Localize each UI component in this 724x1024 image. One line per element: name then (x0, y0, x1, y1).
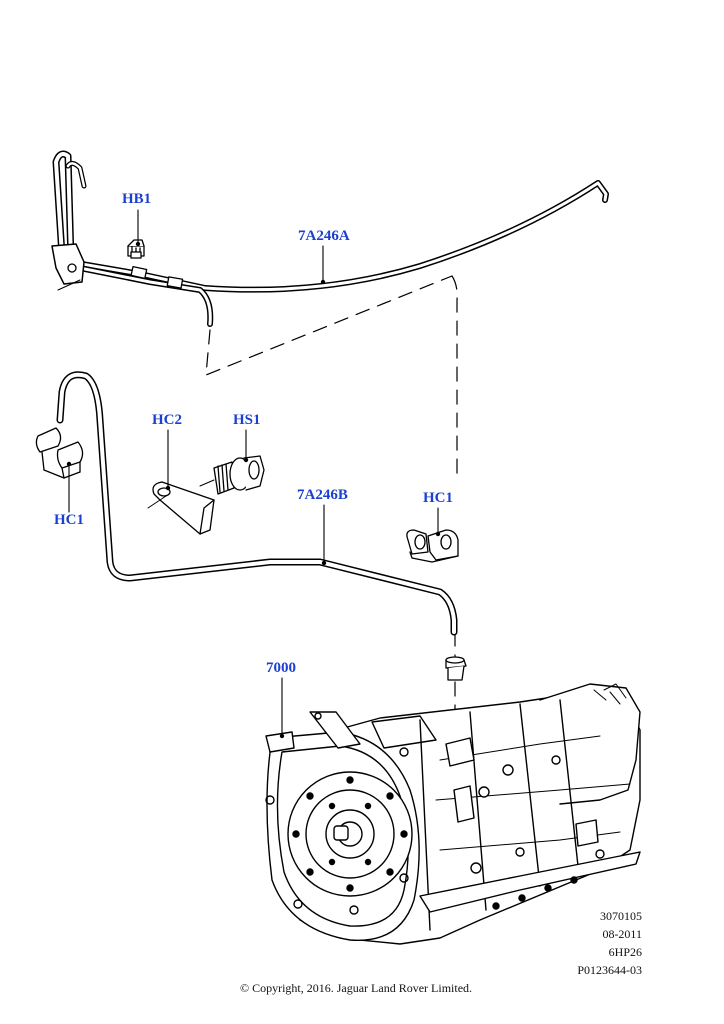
drawing-code: 3070105 (600, 909, 642, 923)
callout-hb1: HB1 (122, 191, 152, 207)
copyright-notice: © Copyright, 2016. Jaguar Land Rover Lim… (239, 981, 473, 995)
callout-7000: 7000 (266, 660, 296, 676)
drawing-reference: P0123644-03 (577, 963, 642, 977)
bolt-hb1 (127, 239, 145, 259)
transmission-7000 (265, 683, 641, 945)
callout-hs1: HS1 (233, 412, 261, 428)
clip-hc1-right (406, 529, 459, 563)
assembly-guide-lines (205, 275, 458, 741)
leader-lines (68, 209, 439, 735)
callout-hc1-left: HC1 (54, 512, 84, 528)
callout-7a246b: 7A246B (297, 487, 348, 503)
clip-hc2 (147, 481, 215, 535)
stud-hs1 (199, 455, 265, 495)
cooler-pipe-7a246a (51, 150, 609, 327)
callout-hc1-right: HC1 (423, 490, 453, 506)
drawing-date: 08-2011 (602, 927, 642, 941)
pipe-fitting (445, 656, 467, 681)
callout-7a246a: 7A246A (298, 228, 350, 244)
cooler-pipe-7a246b (56, 371, 458, 636)
callout-hc2: HC2 (152, 412, 182, 428)
transmission-model: 6HP26 (608, 945, 642, 959)
clip-hc1-left (35, 427, 84, 479)
